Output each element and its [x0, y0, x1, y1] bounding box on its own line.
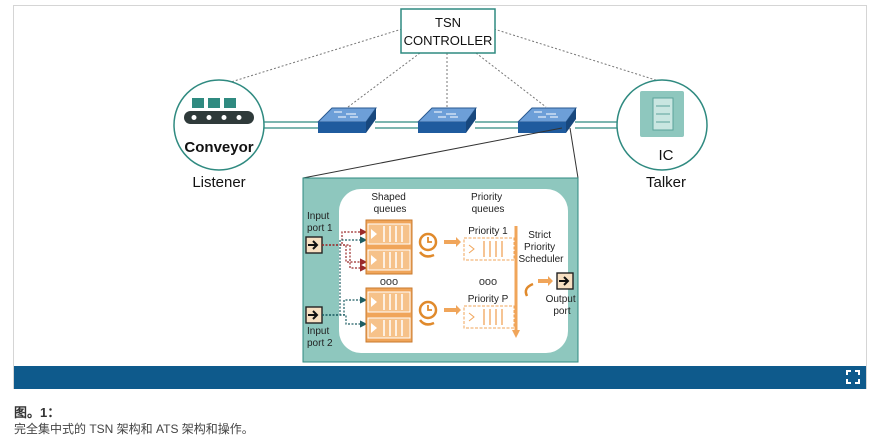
ic-node: IC: [616, 79, 708, 171]
tsn-controller: TSN CONTROLLER: [400, 8, 496, 54]
input-port-1-icon: [305, 236, 323, 254]
talker-label: Talker: [646, 174, 686, 191]
controller-line1: TSN: [435, 15, 461, 30]
conveyor-node: Conveyor: [173, 79, 265, 171]
shaper-clock-1: [418, 232, 438, 258]
flow-arrows-port-1: [322, 228, 368, 272]
network-links: [262, 121, 618, 129]
priority-queues-label: Priority queues: [471, 192, 505, 215]
switch-1: [316, 107, 377, 133]
expand-icon[interactable]: [846, 370, 860, 384]
scheduler-bar: [512, 226, 520, 338]
input-port-2-icon: [305, 306, 323, 324]
ic-label: IC: [659, 147, 674, 164]
queue-arrows: [444, 237, 461, 315]
shaper-clock-2: [418, 300, 438, 326]
figure-toolbar: [14, 366, 866, 389]
controller-line2: CONTROLLER: [404, 33, 493, 48]
output-port-label: Output port: [546, 294, 579, 317]
shaped-queue-group-1: [365, 219, 413, 275]
listener-label: Listener: [192, 174, 245, 191]
priority-queue-p: Priority P: [463, 294, 515, 329]
ats-detail-panel: Input port 1 Input port 2 Shaped queu: [302, 177, 579, 363]
switch-2: [416, 107, 477, 133]
priority-p-label: Priority P: [468, 294, 509, 305]
priority-queue-1: Priority 1: [463, 226, 515, 261]
input-port-1-label: Input port 1: [307, 211, 333, 234]
priority-ellipsis: ooo: [479, 276, 497, 288]
output-port-icon: [556, 272, 574, 290]
switch-3: [516, 107, 577, 133]
priority-1-label: Priority 1: [468, 226, 508, 237]
scheduler-to-output-arrow: [524, 276, 553, 297]
conveyor-label: Conveyor: [184, 139, 253, 156]
shaped-queues-label: Shaped queues: [371, 192, 408, 215]
shaped-ellipsis: ooo: [380, 276, 398, 288]
input-port-2-label: Input port 2: [307, 326, 333, 349]
controller-links: [217, 28, 663, 108]
flow-arrows-port-2: [322, 236, 368, 328]
zoom-lines: [302, 127, 579, 179]
shaped-queue-group-2: [365, 287, 413, 343]
figure-label: 图。1：: [14, 405, 61, 420]
strict-scheduler-label: Strict Priority Scheduler: [518, 230, 564, 265]
figure-caption: 完全集中式的 TSN 架构和 ATS 架构和操作。: [14, 422, 254, 436]
